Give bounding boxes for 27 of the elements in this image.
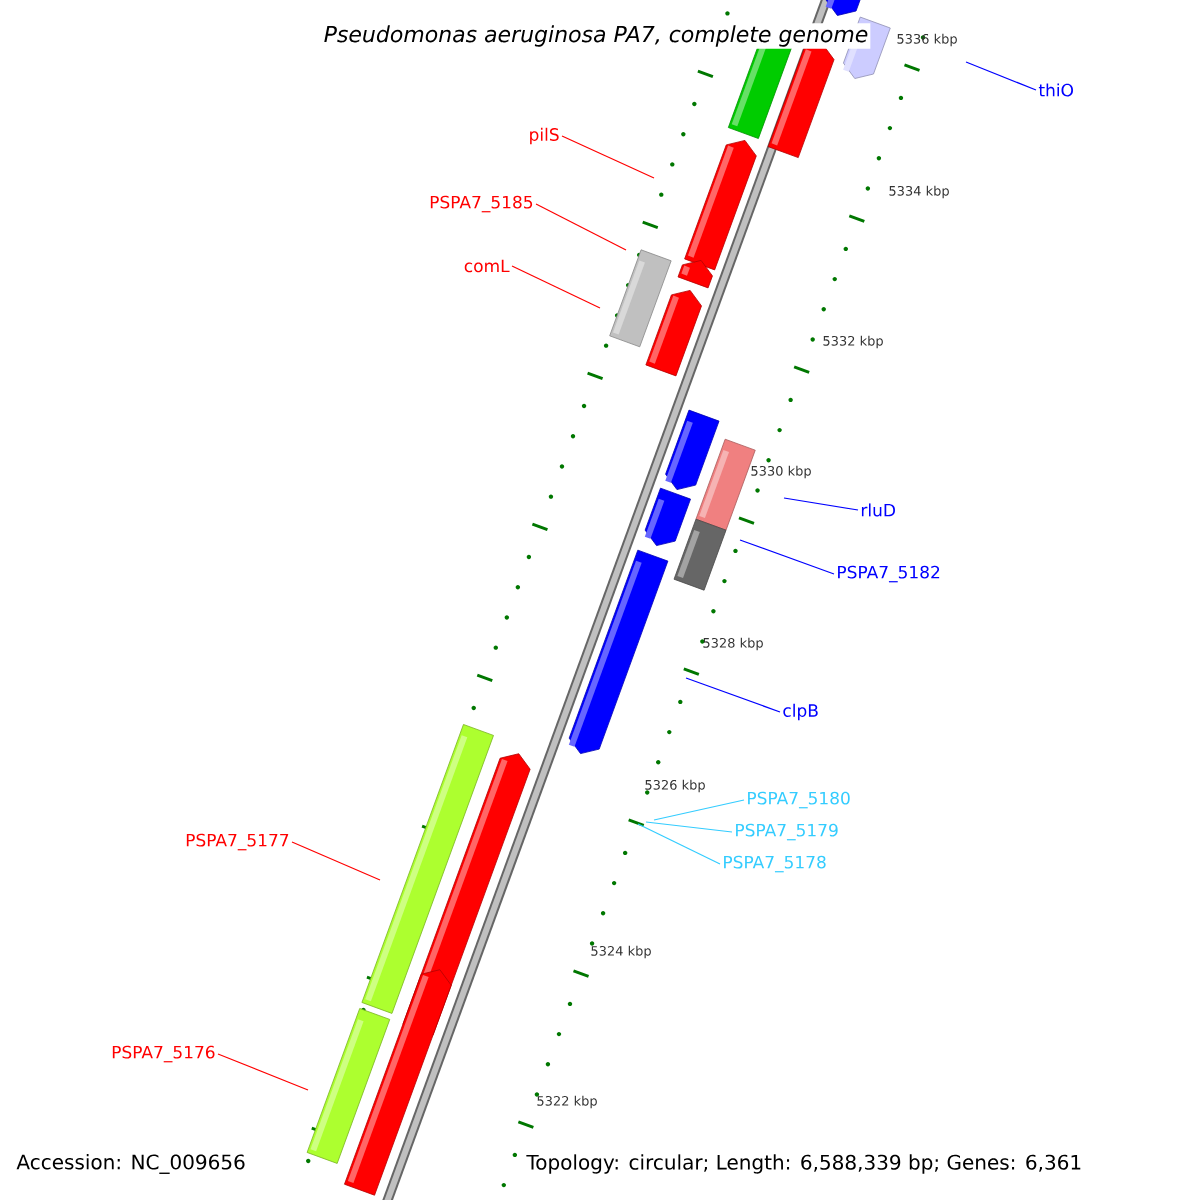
gene-label: comL — [464, 259, 510, 273]
gene-label: PSPA7_5180 — [748, 791, 850, 809]
gene-label: rluD — [861, 503, 895, 517]
gene-label: PSPA7_5182 — [838, 565, 940, 583]
leader-line — [217, 1053, 309, 1091]
gene-label: PSPA7_5178 — [724, 855, 826, 873]
gene-label: PSPA7_5179 — [736, 823, 838, 841]
gene-label: PSPA7_5176 — [112, 1045, 215, 1063]
leader-line — [291, 841, 381, 881]
gene-label: thiO — [1038, 83, 1073, 97]
gene-label: PSPA7_5185 — [430, 195, 533, 213]
leader-line — [653, 799, 745, 821]
gene-label: pilS — [530, 127, 559, 145]
leader-line — [511, 265, 601, 309]
leader-line — [637, 823, 721, 865]
leader-line — [561, 135, 655, 179]
leader-line — [783, 497, 859, 511]
leader-line — [645, 821, 733, 833]
leader-line — [535, 203, 627, 251]
leader-line — [685, 677, 781, 713]
gene-label: PSPA7_5177 — [186, 833, 289, 851]
leader-line — [965, 61, 1037, 91]
info-text: Topology: circular; Length: 6,588,339 bp; Genes: 6,361 — [526, 1154, 1081, 1174]
info-text: Accession: NC_009656 — [16, 1154, 245, 1174]
gene-label: clpB — [783, 703, 818, 721]
title: Pseudomonas aeruginosa PA7, complete genome — [321, 23, 871, 49]
leader-line — [739, 539, 835, 575]
